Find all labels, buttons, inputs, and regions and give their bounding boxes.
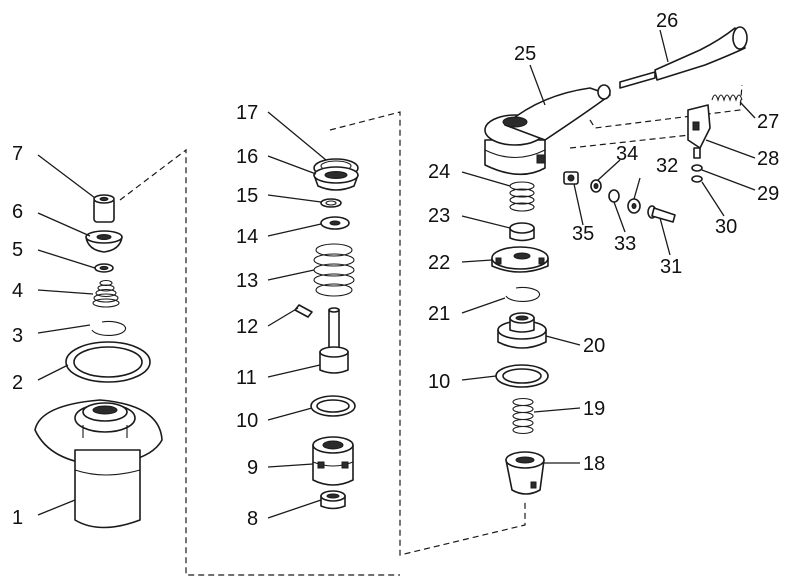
guide-left	[119, 148, 400, 576]
part-28-lever	[687, 104, 711, 159]
part-35-spacer	[563, 171, 579, 185]
callout-11: 11	[236, 367, 257, 389]
part-32-washer	[627, 198, 641, 214]
part-2-gasket	[65, 341, 151, 383]
callout-28: 28	[757, 148, 779, 170]
part-18-bottom-valve	[505, 451, 545, 495]
callout-12: 12	[236, 316, 258, 338]
part-19-spring	[512, 397, 534, 435]
part-6-cup	[85, 230, 123, 253]
part-10-gasket-right	[495, 364, 549, 388]
part-10-gasket-middle	[310, 395, 356, 417]
callout-7: 7	[12, 143, 23, 165]
callout-3: 3	[12, 325, 23, 347]
part-11-plunger	[319, 307, 349, 374]
callout-33: 33	[614, 233, 636, 255]
callout-13: 13	[236, 270, 258, 292]
part-20-bushing	[497, 312, 547, 349]
part-31-screw	[647, 205, 676, 223]
callout-9: 9	[247, 457, 258, 479]
callout-10-right: 10	[428, 371, 450, 393]
part-7-cap	[93, 194, 115, 223]
callout-14: 14	[236, 226, 258, 248]
guide-middle	[329, 111, 526, 556]
callout-10-middle: 10	[236, 410, 258, 432]
part-12-pin	[294, 304, 313, 318]
callout-27: 27	[757, 111, 779, 133]
callout-21: 21	[428, 303, 450, 325]
part-30-o-ring	[691, 175, 703, 183]
part-23-cup	[509, 222, 535, 242]
part-15-o-ring	[320, 198, 342, 208]
callout-20: 20	[583, 335, 605, 357]
callout-5: 5	[12, 239, 23, 261]
guide-lever	[569, 134, 691, 149]
callout-17: 17	[236, 102, 258, 124]
part-24-spring	[509, 181, 535, 212]
callout-4: 4	[12, 280, 23, 302]
callout-2: 2	[12, 372, 23, 394]
part-13-spring	[313, 243, 355, 297]
part-21-snap-ring	[505, 286, 541, 303]
guide-top-right	[589, 84, 743, 129]
callout-31: 31	[660, 256, 682, 278]
part-27-spring	[711, 94, 743, 102]
callout-34: 34	[616, 143, 638, 165]
part-29-o-ring	[691, 164, 703, 172]
part-5-washer	[94, 263, 114, 273]
part-3-snap-ring	[91, 320, 127, 337]
part-33-o-ring	[608, 189, 620, 203]
part-14-washer	[320, 216, 350, 230]
part-22-retainer	[491, 246, 549, 273]
callout-25: 25	[514, 43, 536, 65]
callout-30: 30	[715, 216, 737, 238]
callout-23: 23	[428, 205, 450, 227]
callout-8: 8	[247, 508, 258, 530]
part-16-cup	[313, 166, 359, 191]
callout-6: 6	[12, 201, 23, 223]
callout-19: 19	[583, 398, 605, 420]
callout-22: 22	[428, 252, 450, 274]
callout-15: 15	[236, 185, 258, 207]
part-4-spring	[92, 279, 120, 308]
callout-26: 26	[656, 10, 678, 32]
callout-18: 18	[583, 453, 605, 475]
part-9-seat	[312, 436, 354, 486]
part-1-valve-body	[34, 399, 163, 529]
callout-35: 35	[572, 223, 594, 245]
leader-lines	[37, 29, 756, 519]
part-34-washer	[590, 179, 602, 193]
assembly-guide-lines	[119, 84, 743, 576]
part-8-small-cup	[320, 490, 346, 510]
callout-24: 24	[428, 161, 450, 183]
part-25-handle-head	[484, 84, 611, 176]
callout-numbers: 1 2 3 4 5 6 7 8 9 10 11 12 13 14 15 16 1…	[12, 10, 779, 530]
callout-1: 1	[12, 507, 23, 529]
callout-29: 29	[757, 183, 779, 205]
part-26-rod	[619, 26, 748, 89]
callout-32: 32	[656, 155, 678, 177]
callout-16: 16	[236, 146, 258, 168]
